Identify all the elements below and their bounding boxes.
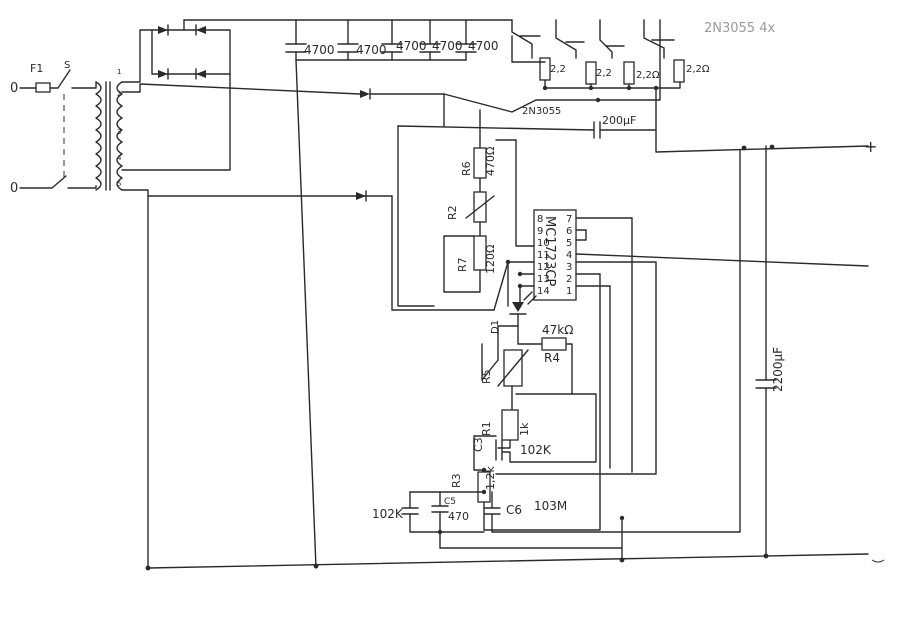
c4-value: 102K xyxy=(372,507,404,521)
ic-pin-11: 11 xyxy=(537,250,550,261)
filter-cap-1-value: 4700 xyxy=(304,43,335,57)
driver-transistor-label: 2N3055 xyxy=(522,106,561,117)
r4-value: 47kΩ xyxy=(542,323,573,337)
bridge-diode-2 xyxy=(196,26,206,34)
r6-value: 470Ω xyxy=(484,147,497,176)
emitter-resistor-3-value: 2,2Ω xyxy=(636,70,660,81)
transformer-pin-3: 3 xyxy=(117,128,121,136)
ic-pin-8: 8 xyxy=(537,214,543,225)
compensation-caps: 102K C5 470 C6 103M xyxy=(372,149,741,549)
driver-stage: 2N3055 200µF xyxy=(356,88,657,311)
c3-value: 102K xyxy=(520,443,552,457)
ic-body xyxy=(533,209,577,301)
led-symbol xyxy=(512,302,524,312)
ic-mc1723cp: MC1723CP 8 9 10 11 12 13 14 7 6 5 4 3 2 … xyxy=(483,209,869,531)
r1-value: 1k xyxy=(518,422,531,436)
transformer-pin-4: 4 xyxy=(117,154,122,162)
ic-pin-2: 2 xyxy=(566,274,572,285)
ic-label: MC1723CP xyxy=(542,216,557,286)
filter-cap-3-value: 4700 xyxy=(396,39,427,53)
ic-pin-4: 4 xyxy=(566,250,572,261)
fuse-label: F1 xyxy=(30,62,43,75)
led-label: D1 xyxy=(490,320,501,334)
filter-cap-2-value: 4700 xyxy=(356,43,387,57)
bridge-diode-3 xyxy=(158,70,168,78)
r3-value: 1,2k xyxy=(484,466,497,490)
r6-label: R6 xyxy=(460,161,473,176)
filter-cap-5-value: 4700 xyxy=(468,39,499,53)
feedback-network: R1 1k C3 102K R3 1,2k xyxy=(450,393,597,531)
c6-value: 103M xyxy=(534,499,567,513)
r7-value: 120Ω xyxy=(484,245,497,274)
reference-divider: R6 470Ω R2 R7 120Ω xyxy=(443,109,537,311)
ic-pin-5: 5 xyxy=(566,238,572,249)
emitter-resistor-4-value: 2,2Ω xyxy=(686,64,710,75)
r2-label: R2 xyxy=(446,205,459,220)
output-cap-value: 2200µF xyxy=(771,347,785,392)
mains-input: 0 0 F1 S xyxy=(10,60,97,196)
switch-label: S xyxy=(64,60,70,71)
transformer-pin-2: 2 xyxy=(117,90,121,98)
ic-pin-13: 13 xyxy=(537,274,550,285)
output-transistor-array: 2N3055 4x 2,2 2,2 2,2Ω 2,2Ω xyxy=(511,19,869,153)
diode-upper xyxy=(360,90,370,98)
ic-pin-1: 1 xyxy=(566,286,572,297)
current-limit-network: D1 47kΩ R4 R5 xyxy=(480,291,573,411)
emitter-resistor-2-value: 2,2 xyxy=(596,68,612,79)
ic-pin-14: 14 xyxy=(537,286,550,297)
transformer: 1 2 3 4 5 xyxy=(95,29,393,197)
r5-label: R5 xyxy=(480,369,493,384)
fuse-symbol xyxy=(35,82,51,93)
terminal-left-bottom: 0 xyxy=(10,181,18,196)
c6-label: C6 xyxy=(506,503,522,517)
transformer-pin-5: 5 xyxy=(117,180,121,188)
terminal-left-top: 0 xyxy=(10,81,18,96)
ic-pin-7: 7 xyxy=(566,214,572,225)
driver-cap-value: 200µF xyxy=(602,114,636,127)
filter-cap-4-value: 4700 xyxy=(432,39,463,53)
output-rails: 2200µF + xyxy=(145,137,885,571)
c3-label: C3 xyxy=(472,437,485,452)
bridge-diode-4 xyxy=(196,70,206,78)
diode-lower xyxy=(356,192,366,200)
r3-label: R3 xyxy=(450,473,463,488)
r1-label: R1 xyxy=(480,421,493,436)
ic-pin-9: 9 xyxy=(537,226,543,237)
ic-pin-6: 6 xyxy=(566,226,572,237)
transformer-pin-1: 1 xyxy=(117,68,121,76)
ic-pin-10: 10 xyxy=(537,238,550,249)
ic-pin-12: 12 xyxy=(537,262,550,273)
c5-value: 470 xyxy=(448,510,469,523)
bridge-diode-1 xyxy=(158,26,168,34)
filter-capacitor-bank: 4700 4700 4700 4700 4700 xyxy=(285,19,499,569)
emitter-resistor-1-value: 2,2 xyxy=(550,64,566,75)
r4-label: R4 xyxy=(544,351,560,365)
ic-pin-3: 3 xyxy=(566,262,572,273)
output-transistor-label: 2N3055 4x xyxy=(704,21,775,36)
r7-label: R7 xyxy=(456,257,469,272)
output-plus-terminal: + xyxy=(864,137,877,156)
c5-label: C5 xyxy=(444,497,456,507)
